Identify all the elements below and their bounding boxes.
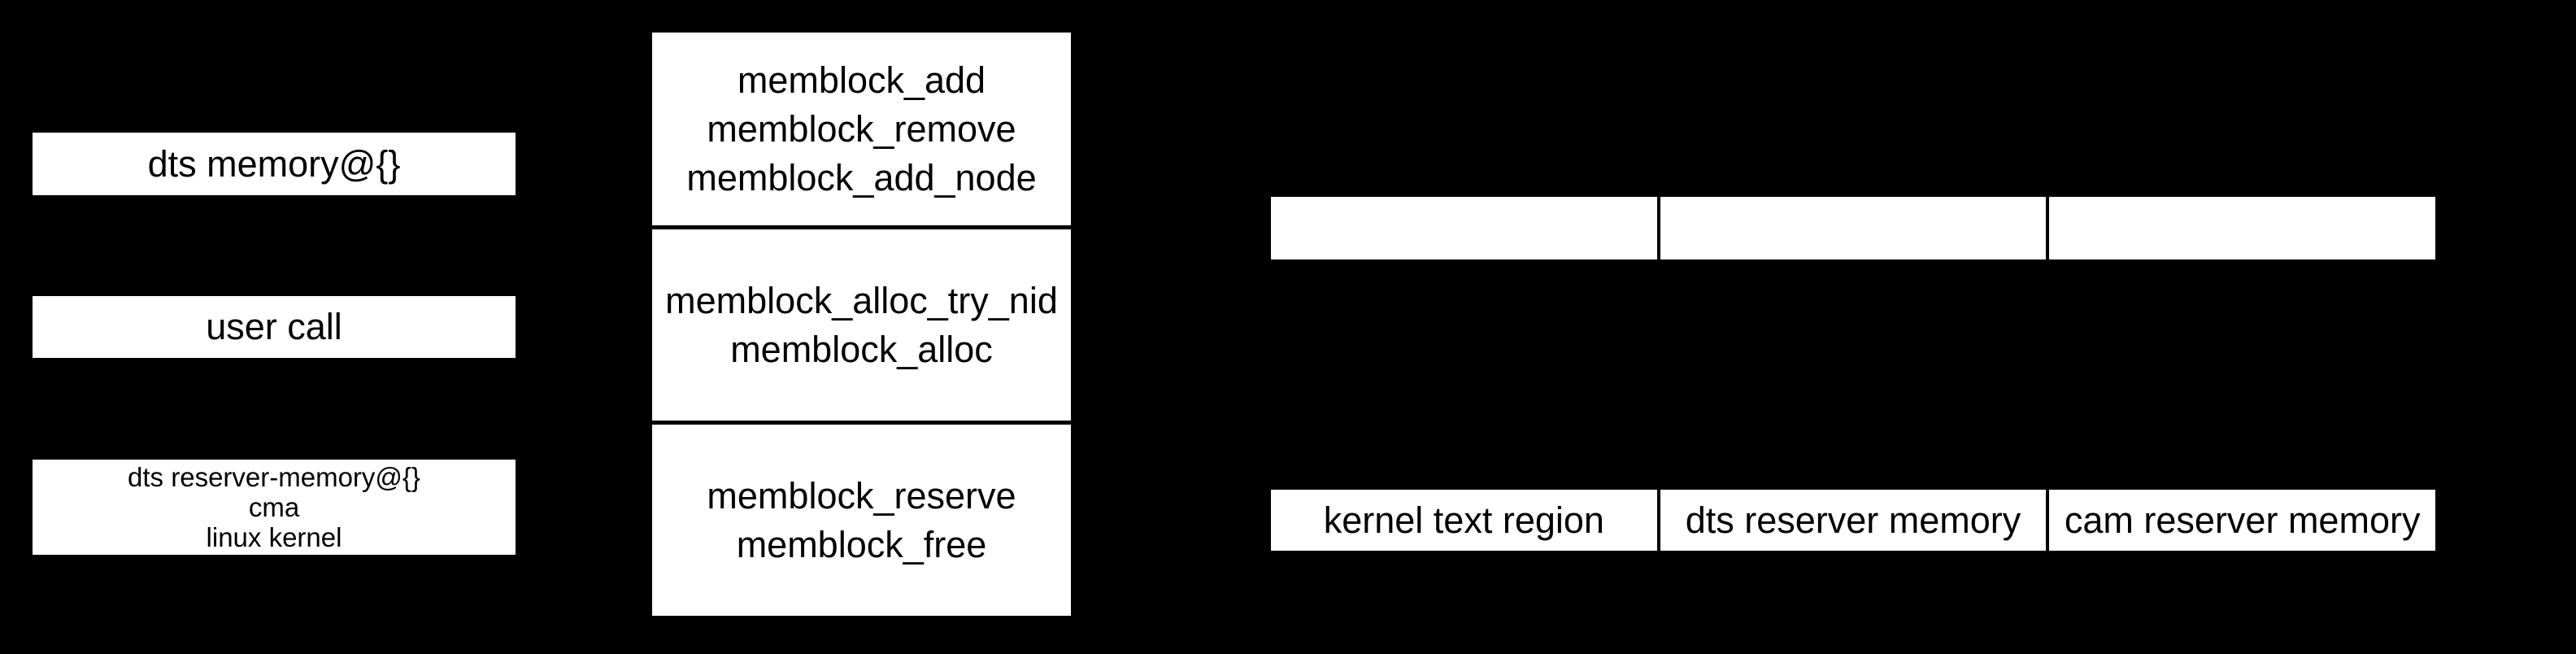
memory-map-upper-cell-1: [1271, 197, 1657, 259]
dts-reserver-memory-cell: dts reserver memory: [1660, 490, 2047, 551]
kernel-text-region-cell: kernel text region: [1271, 490, 1657, 551]
user-call-box: user call: [33, 296, 516, 358]
memblock-alloc-try-nid-label: memblock_alloc_try_nid: [665, 279, 1058, 321]
memblock-alloc-label: memblock_alloc: [730, 328, 993, 370]
memory-map-upper-cell-3: [2049, 197, 2436, 259]
memory-map-upper-row: [1271, 197, 2436, 259]
memory-map-upper-cell-2: [1660, 197, 2047, 259]
cell-divider: [2046, 197, 2050, 259]
memblock-reserve-section: memblock_reserve memblock_free: [652, 425, 1071, 616]
cell-divider: [1656, 197, 1660, 259]
dts-memory-box: dts memory@{}: [33, 133, 516, 195]
memblock-reserve-label: memblock_reserve: [707, 474, 1016, 517]
memblock-add-section: memblock_add memblock_remove memblock_ad…: [652, 33, 1071, 225]
cam-reserver-memory-cell: cam reserver memory: [2049, 490, 2436, 551]
memblock-add-label: memblock_add: [737, 59, 986, 101]
memblock-api-box: memblock_add memblock_remove memblock_ad…: [652, 33, 1071, 616]
reserved-sources-line-cma: cma: [248, 492, 300, 522]
user-call-label: user call: [206, 306, 342, 347]
memblock-alloc-section: memblock_alloc_try_nid memblock_alloc: [652, 229, 1071, 421]
section-divider: [652, 421, 1071, 425]
reserved-sources-line-dts: dts reserver-memory@{}: [128, 462, 420, 492]
cell-divider: [1656, 490, 1660, 551]
dts-memory-label: dts memory@{}: [147, 142, 401, 185]
memblock-remove-label: memblock_remove: [707, 107, 1016, 150]
memblock-free-label: memblock_free: [736, 523, 987, 565]
reserved-memory-sources-box: dts reserver-memory@{} cma linux kernel: [33, 460, 516, 555]
memblock-add-node-label: memblock_add_node: [686, 156, 1037, 198]
memory-map-lower-row: kernel text region dts reserver memory c…: [1271, 490, 2436, 551]
cell-divider: [2046, 490, 2050, 551]
reserved-sources-line-kernel: linux kernel: [206, 522, 342, 552]
section-divider: [652, 225, 1071, 229]
